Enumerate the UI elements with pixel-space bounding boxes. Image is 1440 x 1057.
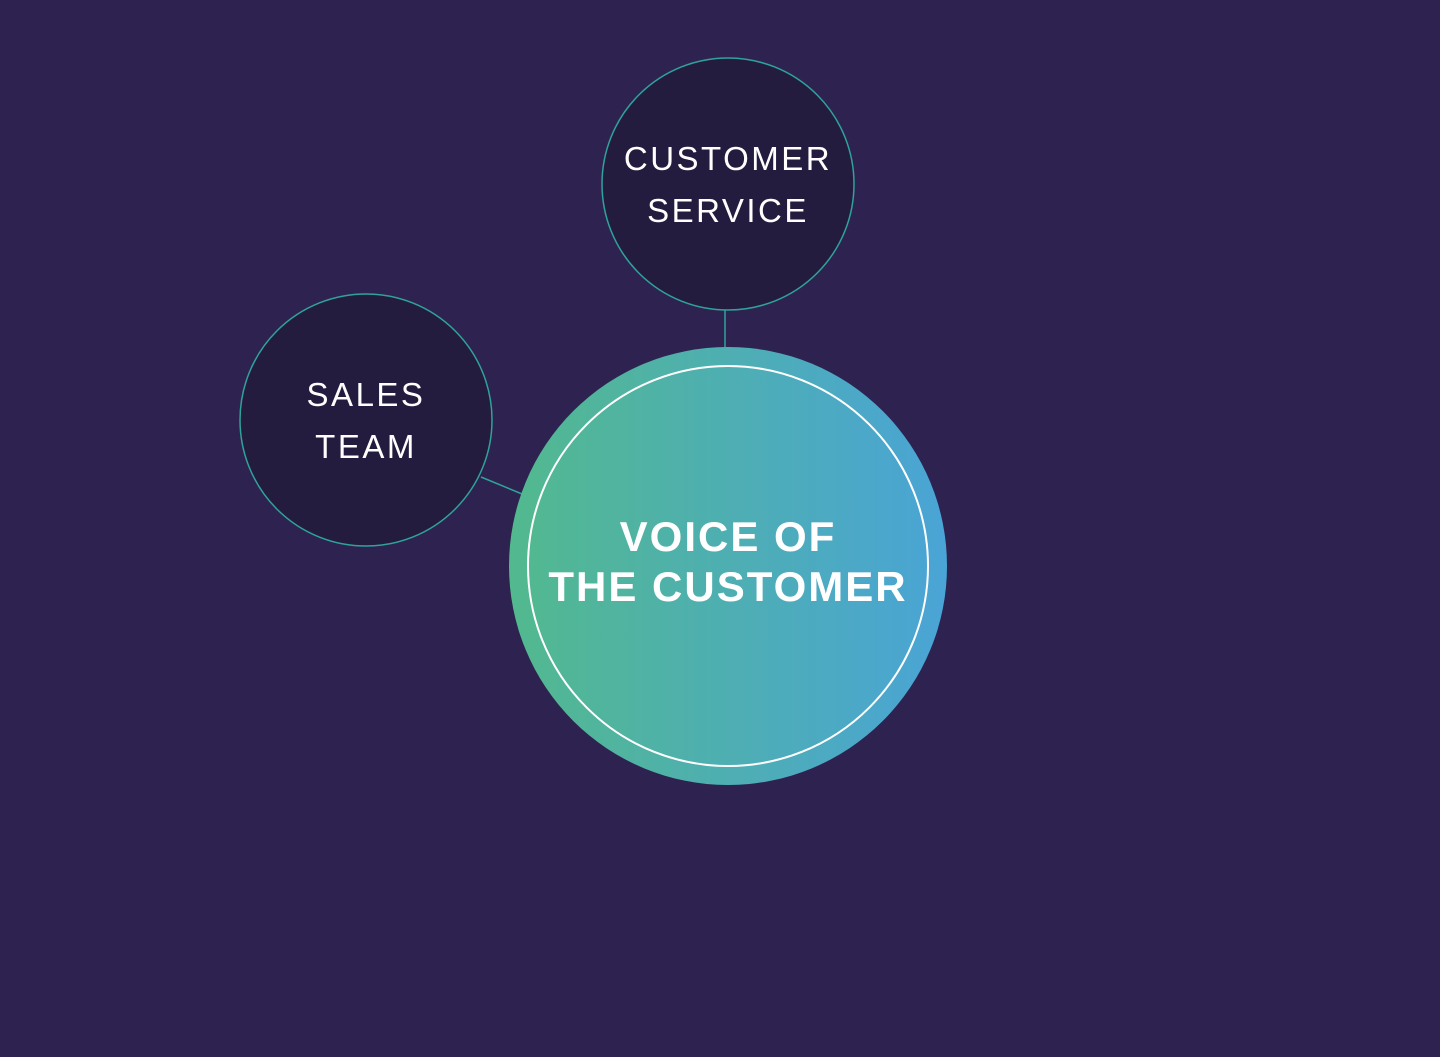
voice-of-customer-inner-ring — [527, 365, 929, 767]
voice-of-customer-label-line-2: THE CUSTOMER — [548, 563, 908, 610]
voice-of-customer-label: VOICE OF THE CUSTOMER — [508, 512, 948, 612]
sales-team-label-line-1: SALES — [306, 376, 426, 413]
customer-service-circle — [601, 57, 855, 311]
customer-service-label: CUSTOMER SERVICE — [603, 133, 853, 237]
customer-service-label-line-1: CUSTOMER — [623, 140, 833, 177]
voice-of-customer-label-line-1: VOICE OF — [619, 513, 837, 560]
sales-team-circle — [239, 293, 493, 547]
connector-sales-to-voice — [480, 476, 523, 495]
sales-team-label: SALES TEAM — [241, 369, 491, 473]
sales-team-label-line-2: TEAM — [315, 428, 417, 465]
customer-service-label-line-2: SERVICE — [647, 192, 809, 229]
voice-of-customer-circle — [509, 347, 947, 785]
